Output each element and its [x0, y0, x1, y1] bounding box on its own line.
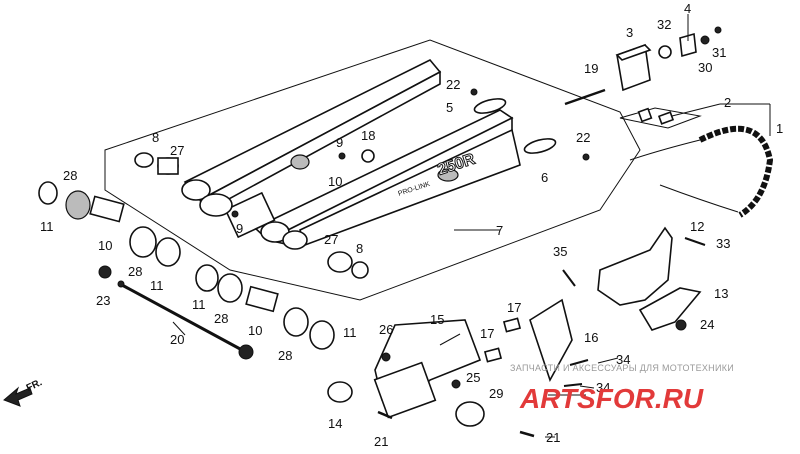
assembly-boundary	[104, 39, 641, 301]
callout-1: 1	[776, 121, 783, 136]
callout-25: 25	[466, 370, 480, 385]
watermark-tagline: ЗАПЧАСТИ И АКСЕССУАРЫ ДЛЯ МОТОТЕХНИКИ	[510, 363, 734, 373]
chain-adjuster	[564, 26, 722, 106]
callout-24: 24	[700, 317, 714, 332]
callout-11c: 11	[192, 297, 206, 312]
watermark-brand: ARTSFOR.RU	[519, 383, 704, 414]
callout-27a: 27	[170, 143, 184, 158]
callout-11b: 11	[150, 278, 164, 293]
callout-17a: 17	[507, 300, 521, 315]
callout-13: 13	[714, 286, 728, 301]
leader-lines	[172, 14, 771, 438]
callout-19: 19	[584, 61, 598, 76]
callout-9b: 9	[236, 221, 243, 236]
callout-26: 26	[379, 322, 393, 337]
callout-17b: 17	[480, 326, 494, 341]
callout-10a: 10	[328, 174, 342, 189]
callout-3: 3	[626, 25, 633, 40]
small-fasteners	[231, 88, 590, 218]
callout-18: 18	[361, 128, 375, 143]
callout-34b: 34	[596, 380, 610, 395]
callout-28b: 28	[128, 264, 142, 279]
callout-6: 6	[541, 170, 548, 185]
callout-23: 23	[96, 293, 110, 308]
callout-22b: 22	[576, 130, 590, 145]
callout-labels: 1 2 3 4 5 6 7 8 8 9 9 10 10 10 11 11 11 …	[40, 1, 783, 449]
callout-12: 12	[690, 219, 704, 234]
callout-30: 30	[698, 60, 712, 75]
swingarm: 250R PRO-LINK	[181, 59, 521, 250]
callout-8b: 8	[356, 241, 363, 256]
callout-35: 35	[553, 244, 567, 259]
callout-9a: 9	[336, 135, 343, 150]
callout-28d: 28	[278, 348, 292, 363]
callout-5: 5	[446, 100, 453, 115]
pivot-bolt	[117, 280, 254, 360]
callout-7: 7	[496, 223, 503, 238]
callout-34a: 34	[616, 352, 630, 367]
callout-29: 29	[489, 386, 503, 401]
callout-16: 16	[584, 330, 598, 345]
callout-31: 31	[712, 45, 726, 60]
callout-27b: 27	[324, 232, 338, 247]
callout-21b: 21	[546, 430, 560, 445]
callout-15: 15	[430, 312, 444, 327]
callout-10c: 10	[248, 323, 262, 338]
callout-11d: 11	[343, 325, 357, 340]
callout-33: 33	[716, 236, 730, 251]
callout-14: 14	[328, 416, 342, 431]
callout-21a: 21	[374, 434, 388, 449]
callout-28c: 28	[214, 311, 228, 326]
callout-32: 32	[657, 17, 671, 32]
front-direction-text: FR.	[25, 377, 44, 394]
front-direction-marker: FR.	[3, 377, 44, 407]
drive-chain	[619, 107, 774, 218]
callout-8a: 8	[152, 130, 159, 145]
callout-4: 4	[684, 1, 691, 16]
chain-slider	[327, 298, 589, 438]
callout-28a: 28	[63, 168, 77, 183]
pivot-parts-left	[38, 152, 181, 279]
callout-20: 20	[170, 332, 184, 347]
callout-11a: 11	[40, 219, 54, 234]
callout-10b: 10	[98, 238, 112, 253]
chain-guide	[562, 226, 706, 331]
callout-2: 2	[724, 95, 731, 110]
pivot-parts-right	[195, 251, 369, 350]
watermark: ЗАПЧАСТИ И АКСЕССУАРЫ ДЛЯ МОТОТЕХНИКИ AR…	[510, 363, 734, 414]
callout-22a: 22	[446, 77, 460, 92]
